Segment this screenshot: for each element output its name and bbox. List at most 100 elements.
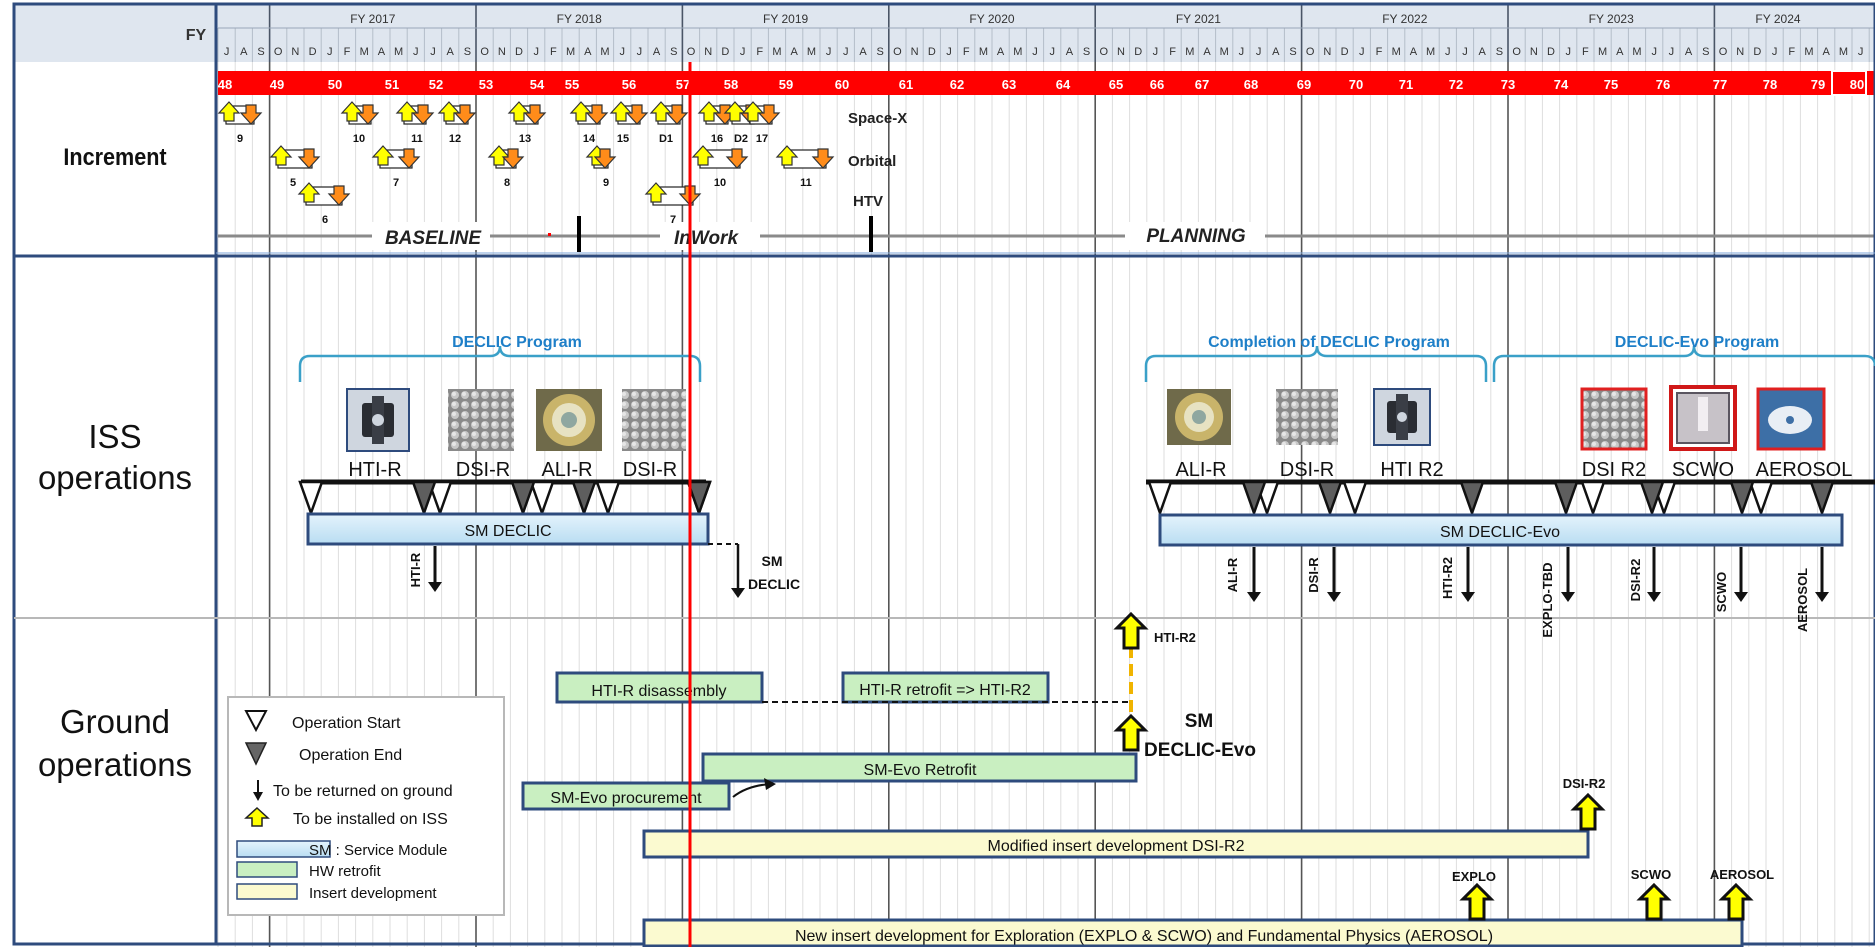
- increment-number: 48: [218, 77, 232, 92]
- increment-number: 54: [530, 77, 545, 92]
- return-label: HTI-R: [408, 552, 423, 587]
- month-letter: O: [1719, 46, 1728, 58]
- month-letter: M: [1632, 46, 1641, 58]
- month-letter: J: [740, 46, 746, 58]
- orbital-flight-label: 5: [290, 177, 296, 189]
- orbital-flight: [271, 146, 319, 168]
- month-letter: S: [670, 46, 677, 58]
- increment-number: 66: [1150, 77, 1164, 92]
- spacex-flight-label: 12: [449, 133, 461, 145]
- month-letter: F: [1582, 46, 1589, 58]
- increment-number: 50: [328, 77, 342, 92]
- month-letter: J: [1049, 46, 1055, 58]
- return-label: ALI-R: [1225, 557, 1240, 592]
- month-letter: M: [1185, 46, 1194, 58]
- spacex-flight: [219, 102, 261, 124]
- month-letter: N: [704, 46, 712, 58]
- orbital-flight-label: 9: [603, 177, 609, 189]
- legend-end-text: Operation End: [299, 747, 402, 764]
- return-arrow-hti-r-head: [428, 582, 442, 592]
- month-letter: S: [464, 46, 471, 58]
- operation-start-marker: [597, 482, 619, 513]
- hti-retrofit-label: HTI-R retrofit => HTI-R2: [859, 682, 1031, 699]
- increment-number: 69: [1297, 77, 1311, 92]
- insert-label: HTI R2: [1380, 459, 1443, 481]
- operation-end-marker: [413, 482, 435, 513]
- thumb-dsi-r-right: [1276, 389, 1338, 445]
- install-arrow-aerosol: [1722, 885, 1750, 919]
- month-letter: J: [1565, 46, 1571, 58]
- month-letter: F: [344, 46, 351, 58]
- month-letter: N: [1530, 46, 1538, 58]
- operation-start-marker: [1750, 482, 1772, 513]
- fiscal-year-label: FY 2021: [1176, 12, 1221, 26]
- operation-start-marker: [1344, 482, 1366, 513]
- spacex-flight: [439, 102, 475, 124]
- month-letter: A: [240, 46, 248, 58]
- phase-baseline: BASELINE: [385, 228, 482, 249]
- install-arrow-sm-declic-evo: [1117, 716, 1145, 750]
- month-letter: O: [274, 46, 283, 58]
- insert-label: AEROSOL: [1756, 459, 1853, 481]
- increment-number: 61: [899, 77, 913, 92]
- thumb-dsi-r: [448, 389, 514, 451]
- spacex-flight-label: 14: [583, 133, 596, 145]
- spacex-flight: [509, 102, 545, 124]
- month-letter: J: [637, 46, 643, 58]
- month-letter: A: [791, 46, 799, 58]
- month-letter: J: [946, 46, 952, 58]
- fiscal-year-label: FY 2017: [350, 12, 395, 26]
- month-letter: S: [1496, 46, 1503, 58]
- install-arrow-dsi-r2: [1574, 795, 1602, 829]
- new-insert-label: New insert development for Exploration (…: [795, 928, 1493, 945]
- thumb-ali-r-right: [1167, 389, 1231, 445]
- declic-program-title: DECLIC Program: [452, 334, 582, 351]
- increment-number: 70: [1349, 77, 1363, 92]
- fiscal-year-label: FY 2019: [763, 12, 808, 26]
- sm-return-label-2: DECLIC: [748, 576, 800, 592]
- orbital-flight-label: 8: [504, 177, 510, 189]
- month-letter: M: [1804, 46, 1813, 58]
- spacex-flight-label: 9: [237, 133, 243, 145]
- phase-divider-2: [869, 216, 873, 252]
- htv-flight-label: 6: [322, 214, 328, 226]
- install-arrow-hti-r2: [1117, 614, 1145, 648]
- increment-number: 75: [1604, 77, 1618, 92]
- month-letter: N: [291, 46, 299, 58]
- install-label-sm: SM: [1185, 711, 1214, 732]
- increment-number: 68: [1244, 77, 1258, 92]
- month-letter: O: [480, 46, 489, 58]
- spacex-flight: [397, 102, 433, 124]
- orbital-flight: [777, 146, 833, 168]
- month-letter: N: [911, 46, 919, 58]
- vehicle-spacex: Space-X: [848, 110, 907, 127]
- increment-number: 49: [270, 77, 284, 92]
- month-letter: N: [1117, 46, 1125, 58]
- increment-number: 63: [1002, 77, 1016, 92]
- month-letter: J: [224, 46, 230, 58]
- month-letter: J: [1651, 46, 1657, 58]
- insert-label: ALI-R: [1175, 459, 1226, 481]
- operation-end-marker: [1555, 482, 1577, 513]
- increment-number: 56: [622, 77, 636, 92]
- spacex-flight-label: D2: [734, 133, 748, 145]
- month-letter: M: [566, 46, 575, 58]
- operation-end-marker: [1319, 482, 1341, 513]
- month-letter: A: [1066, 46, 1074, 58]
- increment-number: 77: [1713, 77, 1727, 92]
- insert-label: DSI R2: [1582, 459, 1646, 481]
- spacex-flight-label: 17: [756, 133, 768, 145]
- iss-row-label-1: ISS: [14, 418, 216, 456]
- completion-program-title: Completion of DECLIC Program: [1208, 334, 1450, 351]
- sm-evo-retrofit-label: SM-Evo Retrofit: [864, 762, 977, 779]
- return-label: DSI-R2: [1628, 559, 1643, 602]
- month-letter: S: [257, 46, 264, 58]
- month-letter: J: [413, 46, 419, 58]
- month-letter: N: [498, 46, 506, 58]
- install-label-hti-r2: HTI-R2: [1154, 630, 1196, 645]
- evo-program-title: DECLIC-Evo Program: [1615, 334, 1779, 351]
- phase-planning: PLANNING: [1146, 226, 1245, 247]
- ground-operations: HTI-R disassembly HTI-R retrofit => HTI-…: [523, 614, 1774, 946]
- month-letter: D: [1341, 46, 1349, 58]
